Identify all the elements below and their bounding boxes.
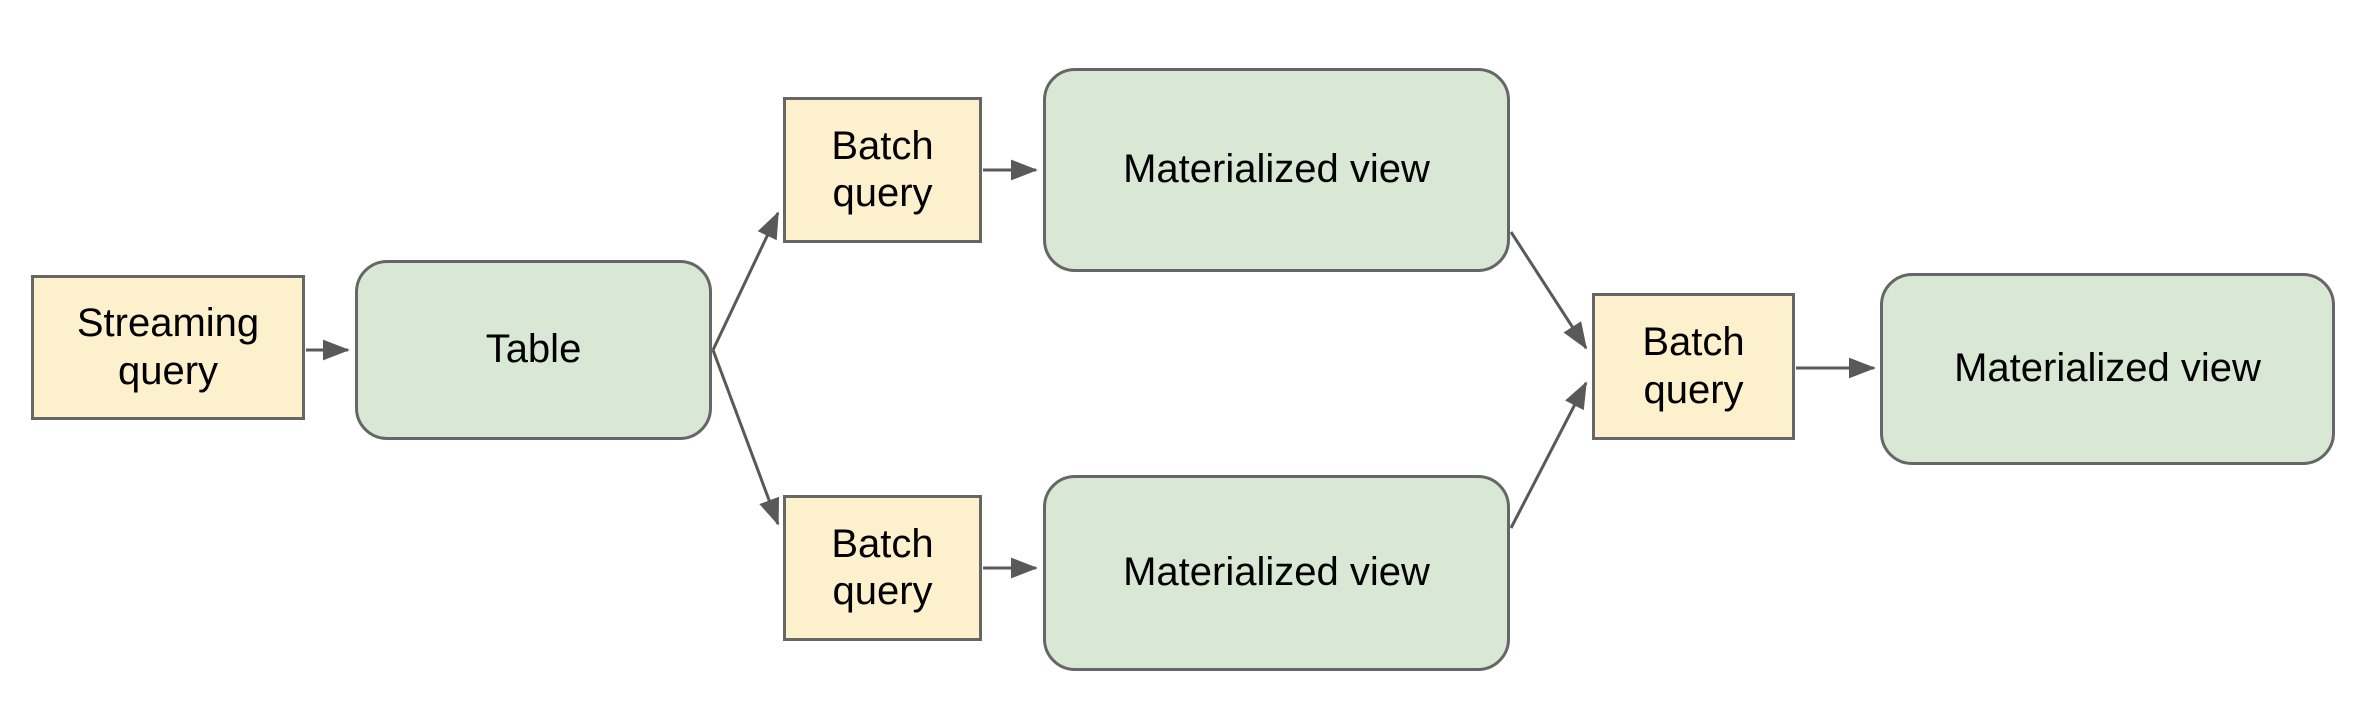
edge-materialized-view-top-to-batch-query-right [1509,231,1588,350]
node-batch-query-bottom[interactable]: Batch query [783,495,982,641]
node-materialized-view-top[interactable]: Materialized view [1043,68,1510,272]
node-batch-query-right[interactable]: Batch query [1592,293,1795,440]
node-materialized-view-bottom[interactable]: Materialized view [1043,475,1510,671]
node-batch-query-top[interactable]: Batch query [783,97,982,243]
edge-table-to-batch-query-top [711,211,780,351]
node-streaming-query[interactable]: Streaming query [31,275,305,420]
node-table[interactable]: Table [355,260,712,440]
edge-materialized-view-bottom-to-batch-query-right [1509,381,1588,529]
node-materialized-view-right[interactable]: Materialized view [1880,273,2335,465]
edge-table-to-batch-query-bottom [711,349,780,526]
